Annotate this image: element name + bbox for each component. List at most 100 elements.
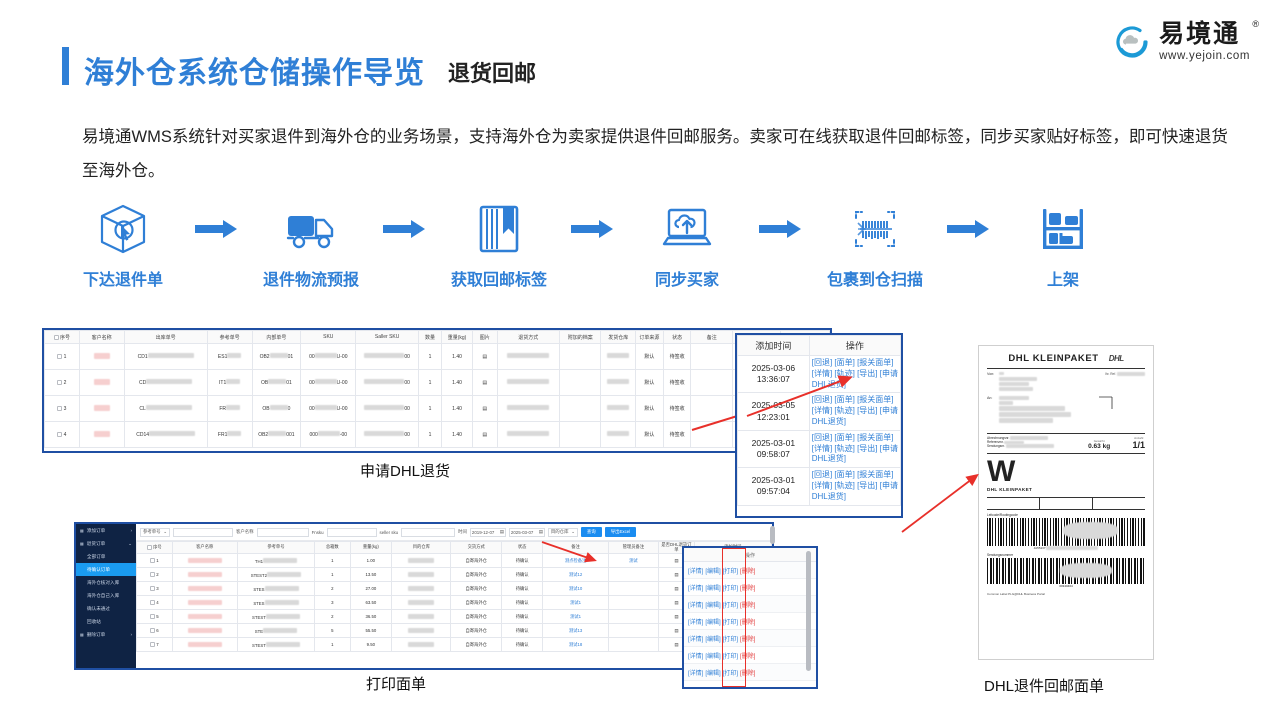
cell-remark[interactable]: 测试12 xyxy=(542,567,609,582)
cell-no[interactable]: 2 xyxy=(44,369,80,396)
col-header-checkbox-no[interactable]: 序号 xyxy=(44,330,80,344)
cell-no[interactable]: 3 xyxy=(44,395,80,422)
op-link[interactable]: [导出] xyxy=(857,368,880,378)
cell-no[interactable]: 1 xyxy=(136,553,173,568)
action-link[interactable]: [编辑] xyxy=(705,653,721,660)
col-header-seller-sku[interactable]: Saller SKU xyxy=(355,330,419,344)
date-to-input[interactable]: 2025-03-07 ▤ xyxy=(508,527,545,537)
cell-admin-remark[interactable] xyxy=(607,637,660,652)
cell-admin-remark[interactable]: 测试 xyxy=(607,553,660,568)
op-link[interactable]: [轨迹] xyxy=(834,443,858,453)
action-link[interactable]: [打印] xyxy=(722,585,739,592)
col-header-status[interactable]: 状态 xyxy=(662,330,692,344)
action-link[interactable]: [编辑] xyxy=(705,670,721,677)
row-checkbox[interactable] xyxy=(150,642,155,648)
op-link[interactable]: [面单] xyxy=(834,470,858,480)
row-checkbox[interactable] xyxy=(57,405,63,411)
cell-admin-remark[interactable] xyxy=(607,623,660,638)
action-link[interactable]: [详情] xyxy=(688,585,704,592)
date-from-input[interactable]: 2019-12-07 ▤ xyxy=(469,527,506,537)
col-header-outbound-no[interactable]: 出库单号 xyxy=(123,330,208,344)
row-checkbox[interactable] xyxy=(150,614,155,620)
action-link[interactable]: [删除] xyxy=(740,653,756,660)
op-link[interactable]: [详情] xyxy=(811,480,835,490)
export-excel-button[interactable]: 导出Excel xyxy=(604,527,637,537)
sidebar-item-6[interactable]: 确认未通过 xyxy=(76,602,136,615)
action-link[interactable]: [打印] xyxy=(722,636,739,643)
col-header-customer[interactable]: 客户名称 xyxy=(78,330,125,344)
action-link[interactable]: [详情] xyxy=(688,653,704,660)
col-header-return-method[interactable]: 退货方式 xyxy=(496,330,560,344)
cell-remark[interactable]: 测试1 xyxy=(542,595,609,610)
col-header-inner-no[interactable]: 内部单号 xyxy=(251,330,302,344)
table-row[interactable]: 4CD14FR1OB2001000-000011.40▤默认待签收2025-03… xyxy=(44,421,830,448)
cell-image[interactable]: ▤ xyxy=(471,421,498,448)
search-field-select[interactable]: 参考单号 ⌄ xyxy=(140,527,170,537)
op-link[interactable]: [面单] xyxy=(834,395,858,405)
row-checkbox[interactable] xyxy=(150,628,155,634)
col-header-ref-no[interactable]: 参考单号 xyxy=(236,541,316,554)
cell-image[interactable]: ▤ xyxy=(471,343,498,370)
op-link[interactable]: [回退] xyxy=(811,395,835,405)
seller-sku-input[interactable] xyxy=(401,527,456,537)
action-link[interactable]: [编辑] xyxy=(705,585,721,592)
action-link[interactable]: [编辑] xyxy=(705,602,721,609)
search-keyword-input[interactable] xyxy=(173,527,233,537)
action-link[interactable]: [详情] xyxy=(688,568,704,575)
cell-admin-remark[interactable] xyxy=(607,581,660,596)
select-all-checkbox[interactable] xyxy=(146,544,152,550)
cell-remark[interactable]: 测试13 xyxy=(542,623,609,638)
op-link[interactable]: [轨迹] xyxy=(834,406,858,416)
cell-no[interactable]: 7 xyxy=(136,637,173,652)
op-link[interactable]: [面单] xyxy=(834,432,858,442)
action-link[interactable]: [编辑] xyxy=(705,568,721,575)
action-link[interactable]: [详情] xyxy=(688,636,704,643)
sidebar-item-4[interactable]: 海外仓核对入库 xyxy=(76,576,136,589)
action-link[interactable]: [删除] xyxy=(740,670,756,677)
op-link[interactable]: [回退] xyxy=(811,432,835,442)
select-all-checkbox[interactable] xyxy=(53,334,59,340)
op-link[interactable]: [申请DHL退货] xyxy=(811,480,898,501)
col-header-order-source[interactable]: 订单来源 xyxy=(635,330,664,344)
col-header-admin-remark[interactable]: 管理员备注 xyxy=(607,541,660,554)
fnsku-input[interactable] xyxy=(326,527,377,537)
cell-remark[interactable]: 测试1 xyxy=(542,609,609,624)
table-row[interactable]: 1CD1ES1OB20100U-000011.40▤默认待签收2025-03-0… xyxy=(44,343,830,370)
op-link[interactable]: [轨迹] xyxy=(834,480,858,490)
sidebar-item-1[interactable]: ▦退货订单⌄ xyxy=(76,537,136,550)
col-header-image[interactable]: 图片 xyxy=(471,330,498,344)
cell-admin-remark[interactable] xyxy=(607,609,660,624)
action-link[interactable]: [打印] xyxy=(722,568,739,575)
col-header-customer[interactable]: 客户名称 xyxy=(171,541,238,554)
op-link[interactable]: [报关面单] xyxy=(857,358,894,367)
action-link[interactable]: [删除] xyxy=(740,585,756,592)
cell-remark[interactable]: 测试18 xyxy=(542,637,609,652)
op-link[interactable]: [报关面单] xyxy=(857,395,894,405)
action-link[interactable]: [打印] xyxy=(722,670,739,677)
action-link[interactable]: [打印] xyxy=(722,619,739,626)
row-checkbox[interactable] xyxy=(150,572,155,578)
op-link[interactable]: [详情] xyxy=(811,406,835,416)
sidebar-item-2[interactable]: 全部订单 xyxy=(76,550,136,563)
col-header-warehouse[interactable]: 发货仓库 xyxy=(600,330,637,344)
warehouse-select[interactable]: 目的仓库 ⌄ xyxy=(547,527,578,537)
action-link[interactable]: [详情] xyxy=(688,602,704,609)
sidebar-item-8[interactable]: ▦删除订单› xyxy=(76,628,136,641)
sidebar-item-3[interactable]: 待确认订单 xyxy=(76,563,136,576)
op-link[interactable]: [申请DHL退货] xyxy=(811,443,898,464)
col-header-remark[interactable]: 备注 xyxy=(542,541,609,554)
cell-image[interactable]: ▤ xyxy=(471,395,498,422)
action-link[interactable]: [删除] xyxy=(740,568,756,575)
col-header-qty[interactable]: 数量 xyxy=(417,330,443,344)
table-scrollbar[interactable] xyxy=(770,526,775,544)
op-link[interactable]: [导出] xyxy=(857,443,880,453)
action-link[interactable]: [详情] xyxy=(688,619,704,626)
col-header-status[interactable]: 状态 xyxy=(500,541,544,554)
cell-admin-remark[interactable] xyxy=(607,567,660,582)
op-link[interactable]: [轨迹] xyxy=(834,368,858,378)
cell-image[interactable]: ▤ xyxy=(471,369,498,396)
